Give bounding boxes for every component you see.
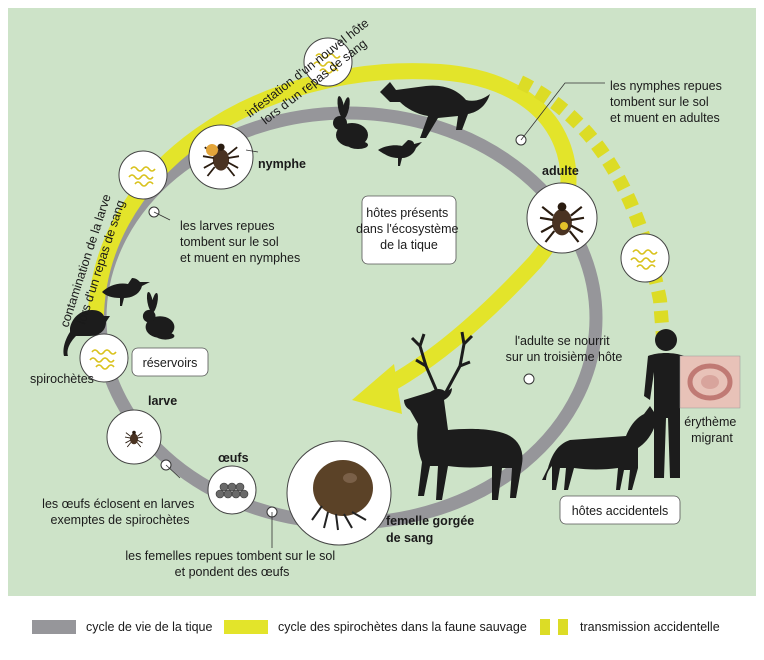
spirochete-circle-top [303,37,353,87]
accidental-hosts-box [559,495,681,525]
larvae-moult-label: les larves repues tombent sur le sol et … [180,219,300,265]
females-lay-label: les femelles repues tombent sur le sol e… [125,549,338,579]
leader-lines [153,82,605,548]
adult-feeds-label: l'adulte se nourrit sur un troisième hôt… [506,334,623,364]
engorged-female-circle [286,440,392,546]
legend-label-spirochete-cycle: cycle des spirochètes dans la faune sauv… [278,620,527,634]
engorged-female-label-1: femelle gorgée [386,514,474,528]
spirochete-cycle-arrowhead [352,364,402,414]
center-box-text: hôtes présents dans l'écosystème de la t… [356,206,462,252]
legend-swatch-accidental-2 [558,619,568,635]
engorged-female-tick-icon [311,460,373,531]
nymphs-moult-label: les nymphes repues tombent sur le sol et… [610,79,725,125]
reservoirs-box [131,347,209,377]
dog-icon [542,406,664,490]
eggs-label: œufs [218,451,249,465]
legend-swatch-tick-cycle [32,620,76,634]
larva-stage-circle [106,409,162,465]
legend-label-accidental: transmission accidentelle [580,620,720,634]
bird-icon [102,278,150,306]
skin-rash-icon [679,355,741,409]
adult-stage-circle [526,182,598,254]
spirochete-circle-right [620,233,670,283]
eggs-stage-circle [207,465,257,515]
larva-label: larve [148,394,177,408]
eggs-hatch-label: les œufs éclosent en larves exemptes de … [42,497,198,527]
legend: cycle de vie de la tique cycle des spiro… [32,619,720,635]
reservoirs-label: réservoirs [143,356,198,370]
nymph-stage-circle [188,124,254,190]
deer-icon [404,331,523,500]
accidental-hosts-label: hôtes accidentels [572,504,669,518]
ring-marker [523,373,535,385]
legend-swatch-spirochete-cycle [224,620,268,634]
nymph-label: nymphe [258,157,306,171]
erythema-label: érythème migrant [684,415,740,445]
human-icon [644,329,690,478]
legend-label-tick-cycle: cycle de vie de la tique [86,620,213,634]
center-box [361,195,457,265]
engorged-female-label-2: de sang [386,531,433,545]
spirochetes-label: spirochètes [30,372,94,386]
eggs-icon [215,482,249,499]
mouse-icon [63,310,110,356]
spirochete-circle-left [79,333,129,383]
spirochete-circle-left-top [118,150,168,200]
legend-swatch-accidental-1 [540,619,550,635]
fox-icon [380,82,490,138]
adult-label: adulte [542,164,579,178]
bird-icon [378,140,422,166]
